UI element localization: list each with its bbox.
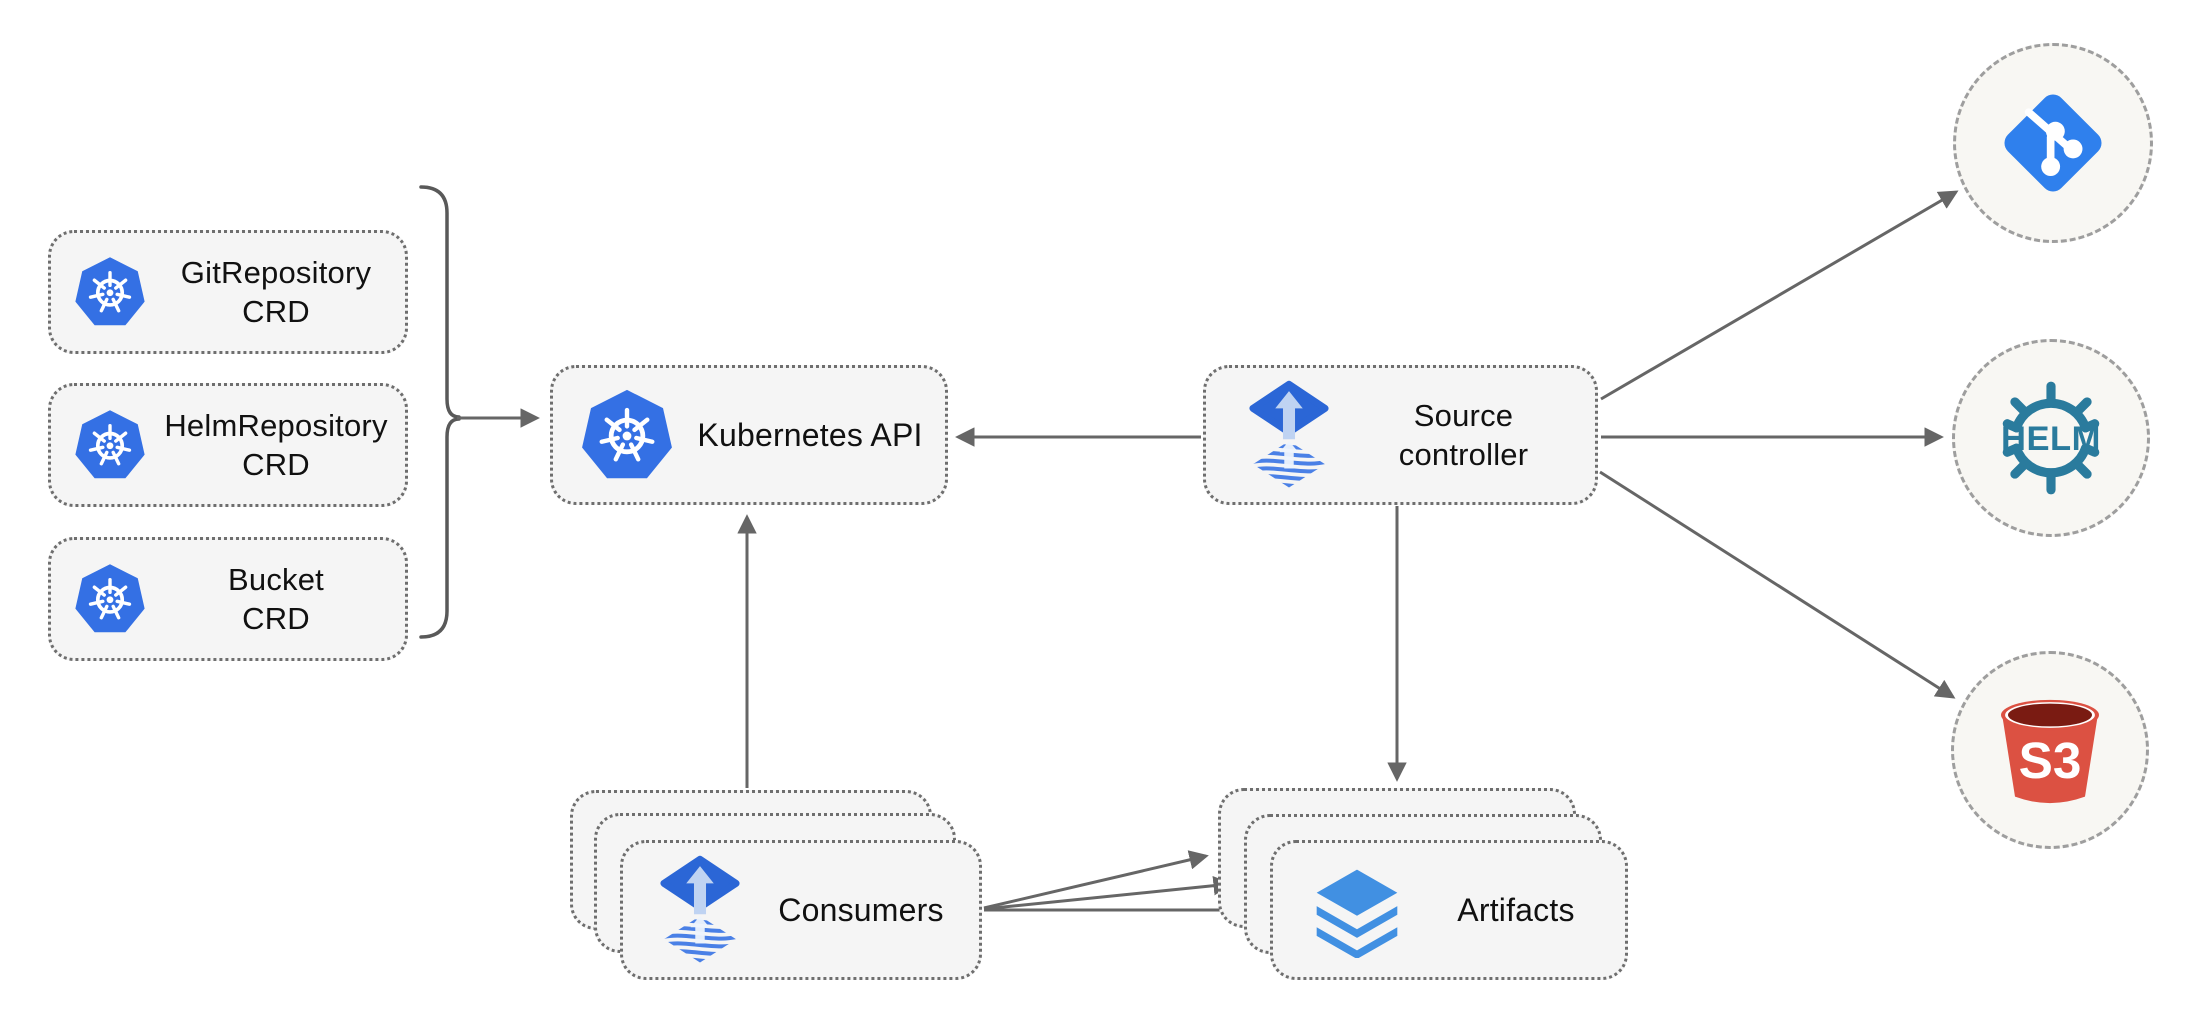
edge-consumers-to-artifacts-2 bbox=[983, 875, 1233, 911]
label-line: GitRepository bbox=[180, 255, 372, 290]
node-source-controller: Source controller bbox=[1203, 365, 1598, 505]
node-git-endpoint bbox=[1953, 43, 2153, 243]
node-artifacts: Artifacts bbox=[1218, 788, 1630, 980]
node-label: HelmRepository CRD bbox=[147, 406, 405, 484]
flux-icon bbox=[1246, 378, 1332, 492]
kubernetes-icon bbox=[73, 560, 147, 638]
node-gitrepository-crd: GitRepository CRD bbox=[48, 230, 408, 354]
node-helm-endpoint: HELM bbox=[1952, 339, 2150, 537]
stack-card-front: Artifacts bbox=[1270, 840, 1628, 980]
flux-icon bbox=[657, 853, 743, 967]
node-label: Bucket CRD bbox=[147, 560, 405, 638]
label-line: Artifacts bbox=[1457, 891, 1575, 928]
node-label: Consumers bbox=[743, 891, 979, 930]
git-icon bbox=[1994, 84, 2112, 202]
node-s3-endpoint: S3 bbox=[1951, 651, 2149, 849]
edge-source-controller-to-git bbox=[1600, 190, 1959, 401]
stack-card-front: Consumers bbox=[620, 840, 982, 980]
kubernetes-icon bbox=[579, 385, 675, 485]
label-line: CRD bbox=[242, 601, 310, 636]
s3-logo-text: S3 bbox=[2019, 732, 2082, 789]
helm-logo-text: HELM bbox=[2001, 420, 2101, 458]
node-bucket-crd: Bucket CRD bbox=[48, 537, 408, 661]
label-line: CRD bbox=[242, 447, 310, 482]
node-kubernetes-api: Kubernetes API bbox=[550, 365, 948, 505]
label-line: controller bbox=[1398, 437, 1529, 472]
kubernetes-icon bbox=[73, 253, 147, 331]
s3-icon: S3 bbox=[2001, 699, 2099, 804]
node-label: GitRepository CRD bbox=[147, 253, 405, 331]
layers-icon bbox=[1307, 862, 1407, 958]
label-line: Consumers bbox=[778, 891, 944, 928]
node-consumers: Consumers bbox=[570, 790, 982, 980]
label-line: Kubernetes API bbox=[697, 416, 923, 453]
helm-icon: HELM bbox=[2001, 381, 2101, 495]
edge-source-controller-to-s3 bbox=[1599, 470, 1956, 699]
label-line: Source bbox=[1413, 398, 1514, 433]
node-helmrepository-crd: HelmRepository CRD bbox=[48, 383, 408, 507]
node-label: Source controller bbox=[1332, 396, 1595, 474]
node-label: Artifacts bbox=[1407, 891, 1625, 930]
label-line: HelmRepository bbox=[164, 408, 388, 443]
edge-consumers-to-artifacts-1 bbox=[983, 850, 1209, 910]
crd-group-bracket bbox=[419, 185, 461, 639]
label-line: CRD bbox=[242, 294, 310, 329]
node-label: Kubernetes API bbox=[675, 416, 945, 455]
kubernetes-icon bbox=[73, 406, 147, 484]
label-line: Bucket bbox=[228, 562, 324, 597]
